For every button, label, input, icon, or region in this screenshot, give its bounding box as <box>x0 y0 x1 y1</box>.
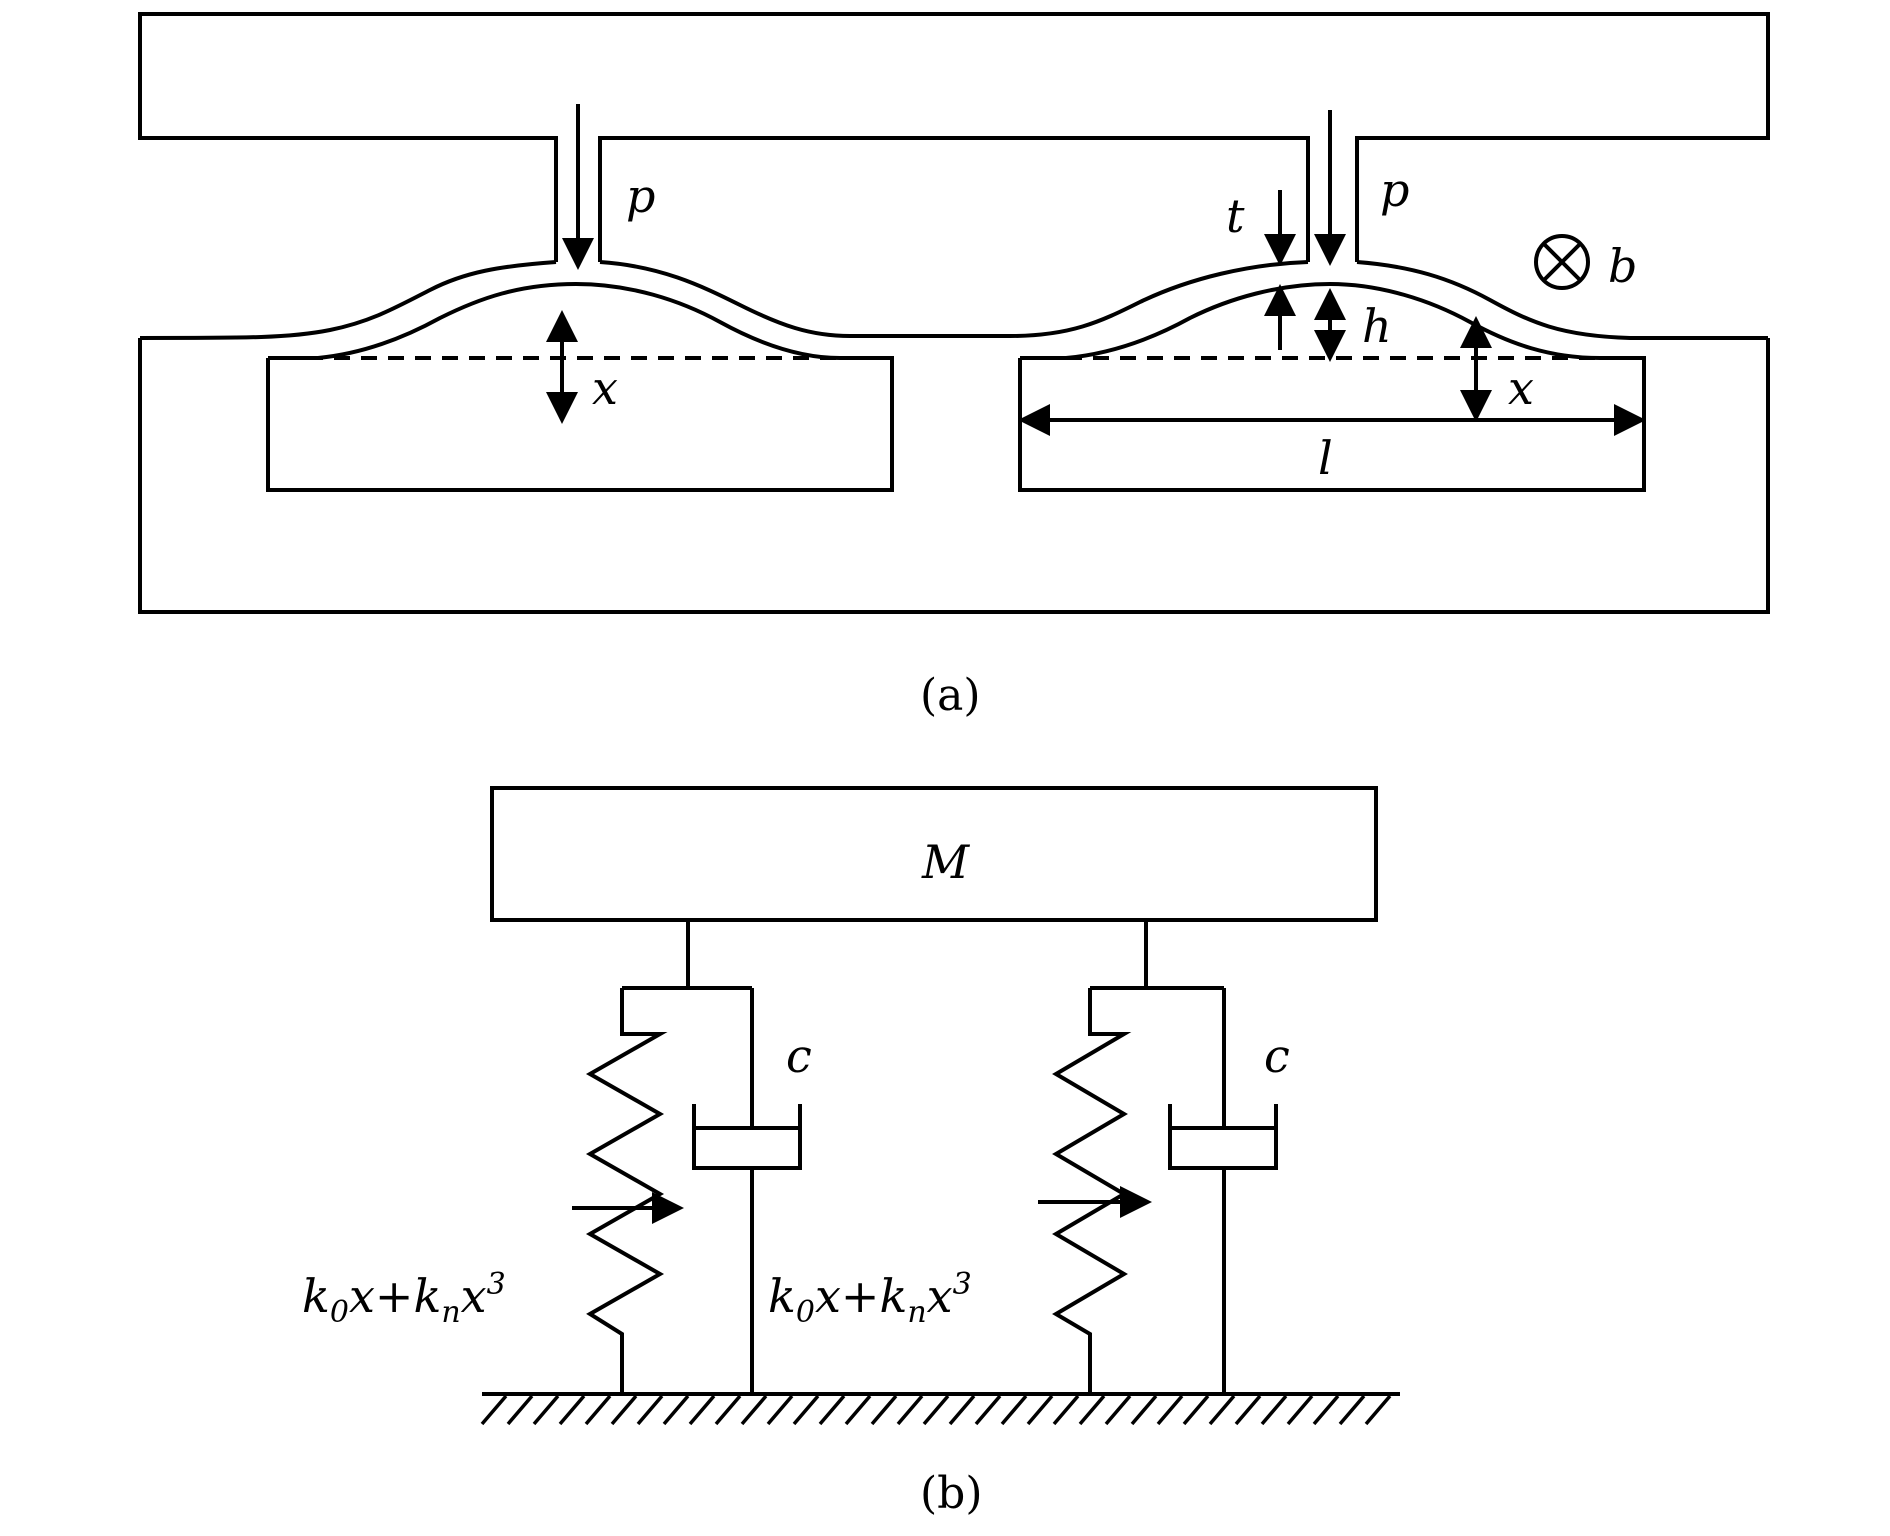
label-x-right: x <box>1508 361 1534 415</box>
left-membrane-lower <box>268 281 841 360</box>
right-damper-label: c <box>1264 1029 1290 1083</box>
left-spring-law: k0x+knx3 <box>302 1267 506 1330</box>
label-p-left: p <box>626 169 655 223</box>
ground-hatch-stroke <box>480 1394 508 1426</box>
left-membrane-upper <box>139 260 557 340</box>
label-x-left: x <box>592 361 618 415</box>
ground-hatch-stroke <box>1260 1394 1288 1426</box>
ground-hatching <box>480 1394 1392 1426</box>
ground-hatch-stroke <box>870 1394 898 1426</box>
mass-label: M <box>921 835 971 889</box>
label-p-right: p <box>1380 163 1409 217</box>
magnetic-field-into-page-icon <box>1534 234 1590 290</box>
ground-hatch-stroke <box>974 1394 1002 1426</box>
right-spring <box>1052 988 1132 1394</box>
caption-a: (a) <box>920 670 981 721</box>
ground-hatch-stroke <box>1130 1394 1158 1426</box>
ground-hatch-stroke <box>636 1394 664 1426</box>
right-membrane-lower <box>1020 281 1601 360</box>
ground-hatch-stroke <box>1078 1394 1106 1426</box>
ground-hatch-stroke <box>1286 1394 1314 1426</box>
ground-hatch-stroke <box>1156 1394 1184 1426</box>
ground-hatch-stroke <box>844 1394 872 1426</box>
left-damper <box>692 988 802 1394</box>
ground-hatch-stroke <box>1338 1394 1366 1426</box>
right-spring-law: k0x+knx3 <box>768 1267 972 1330</box>
left-connector <box>622 920 752 990</box>
right-cavity <box>1018 356 1646 492</box>
ground-hatch-stroke <box>532 1394 560 1426</box>
ground-hatch-stroke <box>688 1394 716 1426</box>
left-cavity <box>266 356 894 492</box>
label-t: t <box>1226 189 1245 243</box>
base-body <box>138 338 1770 614</box>
ground-hatch-stroke <box>506 1394 534 1426</box>
ground-hatch-stroke <box>1104 1394 1132 1426</box>
panel-b-drawing: M c k0x+knx3 c k0x+knx3 (b) <box>302 786 1400 1519</box>
mass-block <box>490 786 1378 922</box>
label-l: l <box>1318 431 1333 485</box>
ground-hatch-stroke <box>662 1394 690 1426</box>
top-plate <box>138 12 1770 262</box>
ground-hatch-stroke <box>558 1394 586 1426</box>
right-membrane-upper-right <box>1356 260 1768 340</box>
left-spring <box>585 988 668 1394</box>
ground-hatch-stroke <box>1312 1394 1340 1426</box>
ground-hatch-stroke <box>948 1394 976 1426</box>
ground-hatch-stroke <box>714 1394 742 1426</box>
ground-hatch-stroke <box>766 1394 794 1426</box>
top-plate-segment <box>598 136 1310 262</box>
ground-hatch-stroke <box>740 1394 768 1426</box>
label-h: h <box>1362 299 1392 353</box>
left-damper-label: c <box>786 1029 812 1083</box>
ground-hatch-stroke <box>1364 1394 1392 1426</box>
right-connector <box>1090 920 1224 990</box>
ground-hatch-stroke <box>1234 1394 1262 1426</box>
ground-hatch-stroke <box>818 1394 846 1426</box>
right-damper <box>1168 988 1278 1394</box>
ground-hatch-stroke <box>1052 1394 1080 1426</box>
label-b: b <box>1608 239 1637 293</box>
ground-hatch-stroke <box>584 1394 612 1426</box>
ground-hatch-stroke <box>1208 1394 1236 1426</box>
ground-hatch-stroke <box>896 1394 924 1426</box>
left-membrane-upper-right <box>599 260 1309 338</box>
ground-hatch-stroke <box>1026 1394 1054 1426</box>
ground-hatch-stroke <box>1000 1394 1028 1426</box>
ground-hatch-stroke <box>922 1394 950 1426</box>
ground-hatch-stroke <box>610 1394 638 1426</box>
ground-hatch-stroke <box>792 1394 820 1426</box>
panel-a-drawing: p p t h x x l b (a) <box>138 12 1770 721</box>
ground-hatch-stroke <box>1182 1394 1210 1426</box>
caption-b: (b) <box>920 1468 983 1519</box>
